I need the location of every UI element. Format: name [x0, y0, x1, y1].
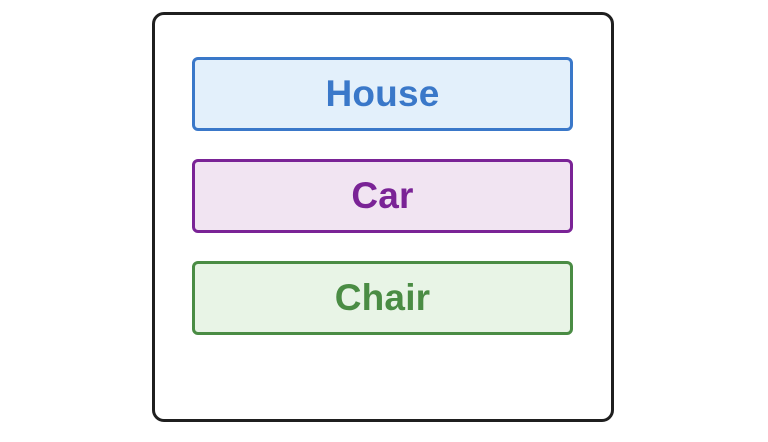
box-chair: Chair [192, 261, 573, 335]
box-house: House [192, 57, 573, 131]
box-house-label: House [325, 73, 440, 114]
box-car: Car [192, 159, 573, 233]
box-chair-label: Chair [334, 277, 431, 318]
box-car-label: Car [351, 175, 414, 216]
outer-frame: House Car Chair [152, 12, 614, 422]
